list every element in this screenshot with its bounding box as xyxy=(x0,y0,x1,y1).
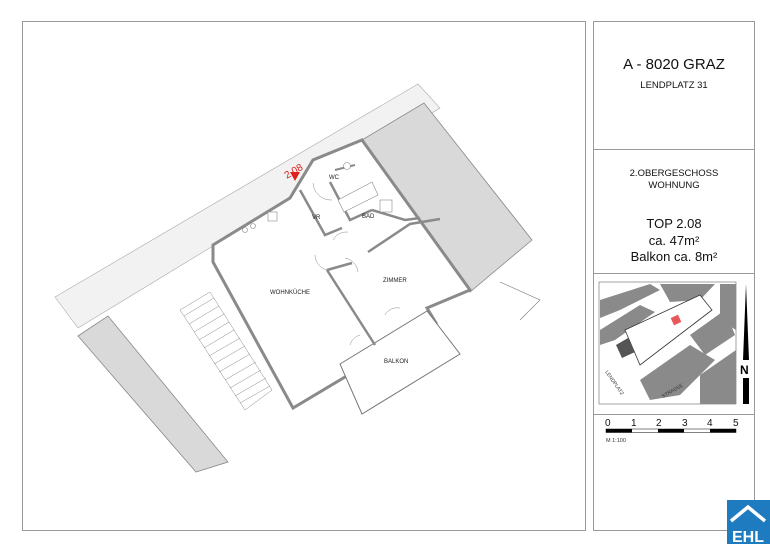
door-swings xyxy=(312,182,401,346)
room-label-bad: BAD xyxy=(362,214,375,220)
floor-plan-frame xyxy=(22,21,586,531)
address: LENDPLATZ 31 xyxy=(640,80,708,91)
balcony xyxy=(339,310,461,415)
apartment-walls xyxy=(211,138,473,415)
floor-label: 2.OBERGESCHOSS xyxy=(629,168,719,179)
entrance-marker-icon xyxy=(290,172,300,181)
room-label-wc: WC xyxy=(329,175,340,181)
room-label-zimmer: ZIMMER xyxy=(383,278,407,284)
divider xyxy=(593,273,755,274)
divider xyxy=(593,414,755,415)
unit-number: TOP 2.08 xyxy=(646,216,702,231)
corridor-band xyxy=(54,83,441,329)
info-panel xyxy=(593,21,755,531)
room-labels: WC VR BAD WOHNKÜCHE ZIMMER BALKON xyxy=(270,175,408,365)
room-label-balkon: BALKON xyxy=(384,359,408,365)
balcony-rail-right xyxy=(499,281,541,321)
room-label-vr: VR xyxy=(312,215,321,221)
room-label-wohnkueche: WOHNKÜCHE xyxy=(270,289,310,296)
divider xyxy=(593,149,755,150)
unit-area: ca. 47m² xyxy=(648,233,700,248)
neighbor-block-left xyxy=(77,315,229,473)
unit-type: WOHNUNG xyxy=(648,180,700,191)
staircase xyxy=(179,291,273,411)
balcony-area: Balkon ca. 8m² xyxy=(630,249,718,264)
city-title: A - 8020 GRAZ xyxy=(623,56,725,73)
fixtures xyxy=(242,162,393,233)
